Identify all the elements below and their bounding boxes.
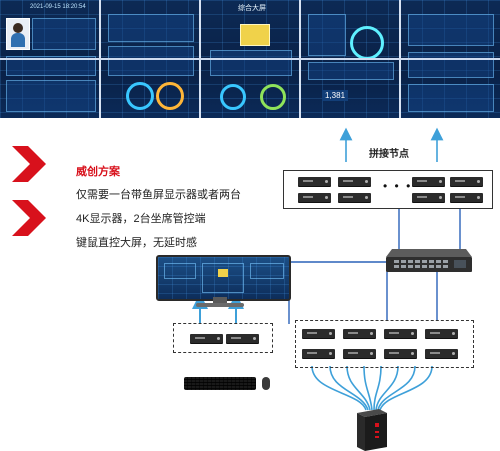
input-node <box>302 349 335 358</box>
input-node <box>343 349 376 358</box>
solution-line-1: 仅需要一台带鱼屏显示器或者两台 <box>76 189 241 201</box>
splice-node <box>412 177 445 186</box>
wall-readout: 1,381 <box>322 90 349 101</box>
chevron-right-icon <box>12 146 46 182</box>
input-node <box>384 329 417 338</box>
input-node-box <box>295 320 474 368</box>
solution-line-2: 4K显示器，2台坐席管控端 <box>76 213 206 225</box>
more-nodes-ellipsis: • • • <box>383 179 413 193</box>
monitor-icon <box>156 255 291 301</box>
splice-node <box>450 177 483 186</box>
seat-node <box>190 334 223 343</box>
input-node <box>425 329 458 338</box>
input-node <box>343 329 376 338</box>
avatar-photo <box>6 18 30 50</box>
splice-node <box>298 193 331 202</box>
solution-line-3: 键鼠直控大屏，无延时感 <box>76 237 197 249</box>
chevron-right-icon <box>12 200 46 236</box>
input-node <box>425 349 458 358</box>
network-switch-icon <box>386 249 472 272</box>
splice-node-box <box>283 170 493 209</box>
input-node <box>302 329 335 338</box>
video-wall: 2021-09-15 18:20:54 综合大屏 1,381 <box>0 0 500 118</box>
keyboard-icon <box>184 377 256 390</box>
wall-time: 2021-09-15 18:20:54 <box>30 4 86 10</box>
monitor-stand <box>213 297 227 304</box>
monitor-base <box>196 303 244 307</box>
splice-node <box>450 193 483 202</box>
splice-node <box>338 193 371 202</box>
seat-node-box <box>173 323 273 353</box>
input-node <box>384 349 417 358</box>
splice-node <box>412 193 445 202</box>
splice-node-label: 拼接节点 <box>369 149 409 160</box>
server-icon <box>357 409 387 451</box>
wall-center-title: 综合大屏 <box>238 5 266 12</box>
solution-title: 威创方案 <box>76 166 120 178</box>
splice-node <box>298 177 331 186</box>
seat-node <box>226 334 259 343</box>
mouse-icon <box>262 377 270 390</box>
splice-node <box>338 177 371 186</box>
